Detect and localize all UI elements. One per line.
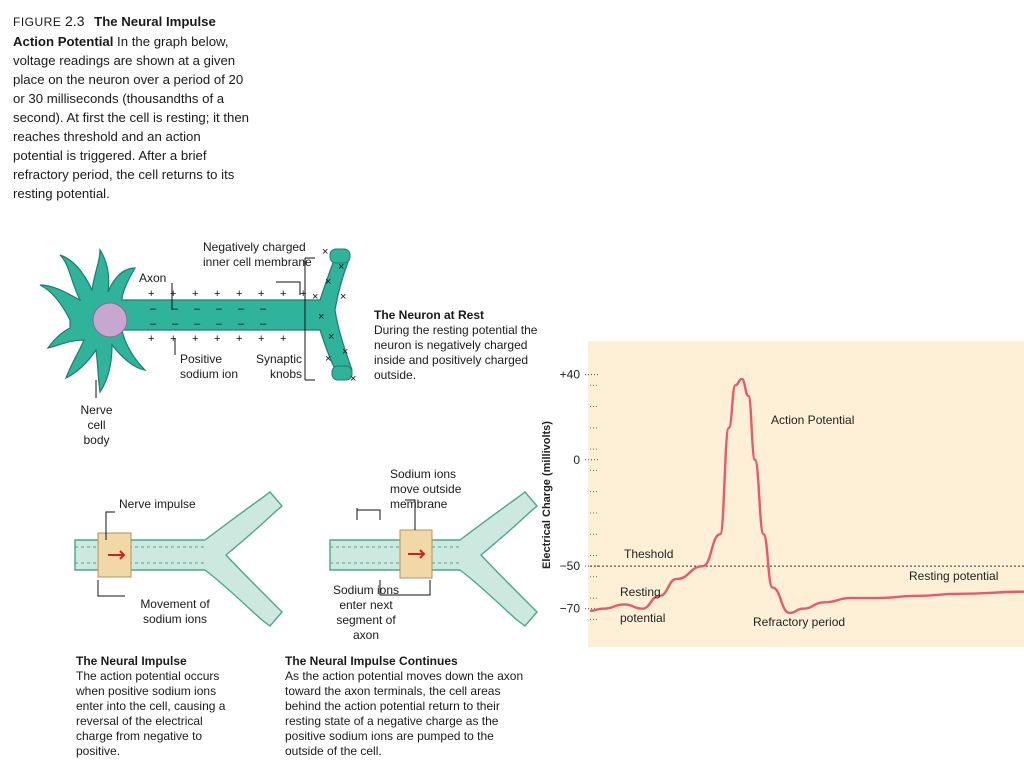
svg-text:+: +: [192, 333, 198, 345]
svg-text:–: –: [194, 303, 201, 315]
svg-text:+: +: [148, 333, 154, 345]
svg-text:–: –: [238, 318, 245, 330]
neural-impulse-continues-illustration: [329, 491, 538, 627]
svg-text:+: +: [280, 333, 286, 345]
y-axis-ticks: +40 0 −50 −70: [560, 368, 600, 620]
svg-text:×: ×: [312, 291, 318, 303]
svg-text:–: –: [172, 303, 179, 315]
action-potential-chart: Electrical Charge (millivolts) +40 0 −50 −7…: [541, 368, 1024, 629]
label-movement-sodium: Movement of sodium ions: [140, 597, 210, 626]
label-sodium-enter-next: Sodium ions enter next segment of axon: [332, 583, 400, 642]
annotation-action-potential: Action Potential: [771, 413, 854, 427]
figure-caption: FIGURE 2.3 The Neural Impulse Action Pot…: [13, 12, 253, 203]
axon-segment-right: [329, 491, 538, 627]
y-tick-label: 0: [573, 453, 580, 467]
label-negative-membrane: Negatively charged inner cell membrane: [203, 240, 312, 269]
impulse-arrow-right: [408, 549, 426, 559]
y-tick-label: +40: [560, 368, 581, 382]
figure-label: FIGURE: [13, 15, 62, 29]
svg-text:–: –: [216, 303, 223, 315]
series-line-voltage: [589, 377, 1024, 615]
svg-text:–: –: [172, 318, 179, 330]
annotation-resting-left-1: Resting: [620, 585, 661, 599]
svg-text:+: +: [214, 288, 220, 300]
neuron-rest-heading: The Neuron at Rest: [374, 308, 485, 322]
svg-text:×: ×: [322, 246, 328, 258]
annotation-resting-potential-right: Resting potential: [909, 569, 998, 583]
axon-segment-left: [74, 491, 283, 627]
svg-text:+: +: [214, 333, 220, 345]
impulse-continues-heading: The Neural Impulse Continues: [285, 654, 458, 668]
annotation-refractory-period: Refractory period: [753, 615, 845, 629]
svg-text:+: +: [236, 288, 242, 300]
svg-text:+: +: [170, 333, 176, 345]
svg-text:+: +: [170, 288, 176, 300]
y-tick-label: −50: [560, 559, 581, 573]
impulse-continues-text: As the action potential moves down the a…: [285, 669, 524, 758]
svg-text:–: –: [260, 318, 267, 330]
svg-text:–: –: [238, 303, 245, 315]
svg-text:×: ×: [318, 311, 324, 323]
svg-text:×: ×: [325, 276, 331, 288]
svg-text:–: –: [150, 303, 157, 315]
svg-text:+: +: [236, 333, 242, 345]
svg-text:–: –: [150, 318, 157, 330]
svg-text:×: ×: [338, 261, 344, 273]
neuron-at-rest-illustration: +++ +++ ++ ––– ––– ––– ––– +++ +++ + ×××…: [39, 246, 356, 398]
nucleus-shape: [92, 302, 128, 338]
label-positive-sodium-ion: Positive sodium ion: [180, 352, 239, 381]
svg-text:+: +: [280, 288, 286, 300]
label-synaptic-knobs: Synaptic knobs: [255, 352, 302, 381]
label-nerve-cell-body: Nerve cell body: [80, 403, 113, 447]
svg-text:×: ×: [325, 353, 331, 365]
y-axis-label: Electrical Charge (millivolts): [541, 421, 553, 569]
svg-text:+: +: [300, 288, 306, 300]
figure-number: 2.3: [65, 13, 85, 29]
label-nerve-impulse: Nerve impulse: [119, 497, 196, 511]
svg-text:+: +: [258, 333, 264, 345]
threshold-label: Theshold: [624, 547, 673, 561]
neural-impulse-illustration: [74, 491, 283, 627]
svg-text:×: ×: [340, 291, 346, 303]
nerve-cell-body-shape: [39, 248, 353, 394]
label-sodium-move-outside: Sodium ions move outside membrane: [390, 467, 462, 511]
impulse-text: The action potential occurs when positiv…: [76, 669, 226, 758]
annotation-resting-left-2: potential: [620, 611, 665, 625]
svg-text:×: ×: [350, 373, 356, 385]
svg-text:–: –: [216, 318, 223, 330]
svg-text:×: ×: [328, 331, 334, 343]
y-tick-label: −70: [560, 602, 581, 616]
svg-text:+: +: [192, 288, 198, 300]
svg-text:–: –: [260, 303, 267, 315]
svg-text:+: +: [258, 288, 264, 300]
figure-title: The Neural Impulse Action Potential: [13, 14, 216, 49]
neuron-rest-text: During the resting potential the neuron …: [374, 323, 538, 382]
label-axon: Axon: [139, 271, 167, 285]
impulse-arrow-left: [108, 550, 126, 560]
svg-text:+: +: [148, 288, 154, 300]
impulse-heading: The Neural Impulse: [76, 654, 187, 668]
svg-text:–: –: [194, 318, 201, 330]
charge-marks: +++ +++ ++ ––– ––– ––– ––– +++ +++ + ×××…: [148, 246, 356, 385]
figure-body: In the graph below, voltage readings are…: [13, 34, 250, 201]
synaptic-knob-bottom: [331, 365, 353, 381]
svg-text:×: ×: [342, 346, 348, 358]
synaptic-knob-top: [329, 248, 351, 264]
